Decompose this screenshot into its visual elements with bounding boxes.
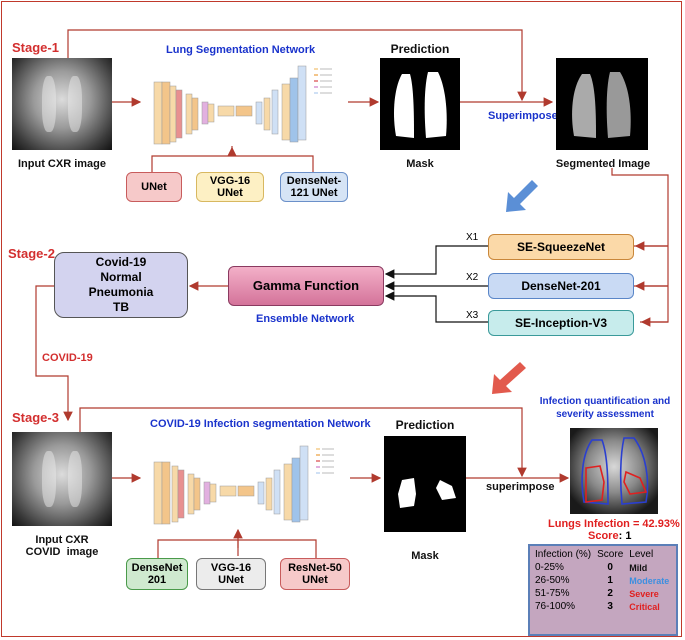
sev-level: Moderate <box>629 575 670 586</box>
stage1-mask-image <box>380 58 460 150</box>
gamma-function-box: Gamma Function <box>228 266 384 306</box>
input-cxr-covid-label: Input CXR COVID image <box>25 534 99 558</box>
big-red-arrow <box>492 362 526 394</box>
lung-seg-network-diagram <box>153 65 332 145</box>
lungs-infection-value: Lungs Infection = 42.93% <box>548 518 680 530</box>
arrow-x1 <box>384 245 488 279</box>
arrow-top-bypass <box>67 29 527 102</box>
segmented-image <box>556 58 648 150</box>
infection-quantification-title: Infection quantification and severity as… <box>539 396 671 420</box>
stage3-mask-image <box>384 436 466 532</box>
stage1-mask-label: Mask <box>406 158 434 170</box>
sev-level: Severe <box>629 588 659 599</box>
x1-label: X1 <box>466 232 479 243</box>
severity-table: Infection (%) Score Level 0-25% 0 Mild 2… <box>532 548 672 613</box>
model3-resnet50-unet: ResNet-50 UNet <box>280 558 350 590</box>
input-cxr-image <box>12 58 112 150</box>
input-cxr-label: Input CXR image <box>17 158 106 170</box>
stage-1-label: Stage-1 <box>12 40 59 55</box>
stage3-mask-label: Mask <box>411 550 439 562</box>
model3-vgg16-unet: VGG-16 UNet <box>196 558 266 590</box>
model-densenet121-unet: DenseNet- 121 UNet <box>280 172 348 202</box>
infection-seg-network-title: COVID-19 Infection segmentation Network <box>150 418 371 430</box>
covid-19-label: COVID-19 <box>42 352 93 364</box>
superimpose-label: Superimpose <box>488 110 558 122</box>
arrow-x3 <box>384 291 488 323</box>
x2-label: X2 <box>466 272 479 283</box>
sev-level: Mild <box>629 562 648 573</box>
big-blue-arrow <box>506 180 538 212</box>
score-line: Score: 1 <box>588 530 632 542</box>
arrow-models3-to-net3 <box>157 539 317 558</box>
x3-label: X3 <box>466 310 479 321</box>
sev-header-score: Score <box>597 549 624 560</box>
severity-table-panel: Infection (%) Score Level 0-25% 0 Mild 2… <box>528 544 678 636</box>
arrow-classes-to-stage3 <box>35 285 73 422</box>
classes-box: Covid-19 Normal Pneumonia TB <box>54 252 188 318</box>
stage-2-label: Stage-2 <box>8 246 55 261</box>
sev-range: 26-50% <box>535 575 570 586</box>
sev-header-level: Level <box>629 549 654 560</box>
lung-seg-network-title: Lung Segmentation Network <box>166 44 316 56</box>
infection-seg-network-diagram <box>153 445 334 525</box>
table-row: 51-75% 2 Severe <box>532 587 672 600</box>
model-unet: UNet <box>126 172 182 202</box>
table-row: 0-25% 0 Mild <box>532 561 672 574</box>
sev-range: 51-75% <box>535 588 570 599</box>
stage3-superimpose-label: superimpose <box>486 481 555 493</box>
stage1-prediction-label: Prediction <box>390 42 450 56</box>
model-densenet201: DenseNet-201 <box>488 273 634 299</box>
sev-range: 76-100% <box>535 601 576 612</box>
segmented-image-label: Segmented Image <box>555 158 651 170</box>
score-value: 1 <box>625 530 632 542</box>
ensemble-network-label: Ensemble Network <box>256 313 355 325</box>
input-cxr-covid-image <box>12 432 112 526</box>
stage-3-label: Stage-3 <box>12 410 59 425</box>
stage3-prediction-label: Prediction <box>395 418 455 432</box>
infection-overlay-image <box>570 428 658 514</box>
sev-range: 0-25% <box>535 562 564 573</box>
model-se-squeezenet: SE-SqueezeNet <box>488 234 634 260</box>
model-vgg16-unet: VGG-16 UNet <box>196 172 264 202</box>
score-label: Score <box>588 530 619 542</box>
sev-score: 2 <box>607 588 613 599</box>
sev-score: 0 <box>607 562 613 573</box>
sev-score: 1 <box>607 575 613 586</box>
sev-header-infection: Infection (%) <box>535 549 592 560</box>
model-se-inception-v3: SE-Inception-V3 <box>488 310 634 336</box>
sev-level: Critical <box>629 601 660 612</box>
arrow-stage3-bypass <box>79 407 527 478</box>
model3-densenet201: DenseNet 201 <box>126 558 188 590</box>
sev-score: 3 <box>607 601 613 612</box>
table-row: 76-100% 3 Critical <box>532 600 672 613</box>
table-row: 26-50% 1 Moderate <box>532 574 672 587</box>
